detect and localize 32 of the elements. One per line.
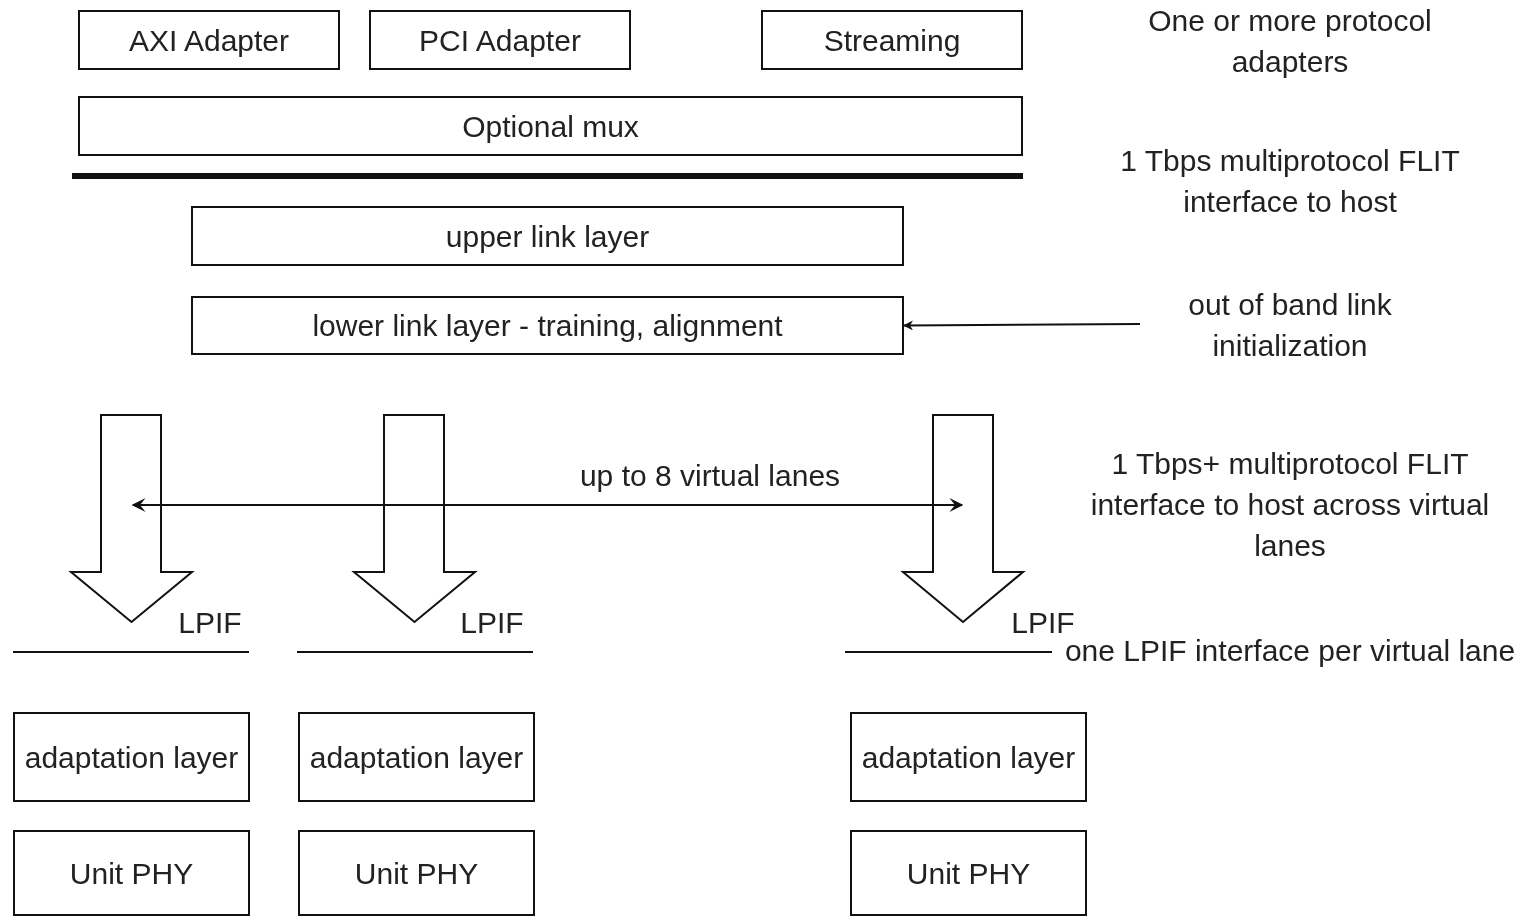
box-label: AXI Adapter — [128, 22, 290, 59]
layer-box — [298, 712, 535, 802]
annotation-text: 1 Tbps+ multiprotocol FLIT interface to host across virtual lanes — [1089, 446, 1491, 564]
layer-box — [850, 830, 1087, 916]
interface-label: LPIF — [459, 605, 525, 641]
layer-box — [298, 830, 535, 916]
layer-box — [13, 712, 250, 802]
interface-label: LPIF — [177, 605, 243, 641]
layer-box — [761, 10, 1023, 70]
box-label: PCI Adapter — [419, 22, 581, 59]
box-label: Unit PHY — [906, 855, 1031, 892]
layer-box — [369, 10, 631, 70]
box-label: lower link layer - training, alignment — [312, 308, 783, 344]
annotation-text: up to 8 virtual lanes — [578, 458, 842, 494]
layer-box — [78, 96, 1023, 156]
box-label: Optional mux — [462, 108, 639, 145]
box-label: adaptation layer — [309, 739, 524, 776]
box-label: Unit PHY — [69, 855, 194, 892]
box-label: Unit PHY — [354, 855, 479, 892]
layer-box — [850, 712, 1087, 802]
box-label: Streaming — [823, 22, 961, 59]
layer-box — [13, 830, 250, 916]
annotation-text: One or more protocol adapters — [1147, 3, 1433, 80]
layer-box — [78, 10, 340, 70]
box-label: adaptation layer — [861, 739, 1076, 776]
arrow — [903, 320, 1141, 331]
layer-box — [191, 206, 904, 266]
annotation-text: 1 Tbps multiprotocol FLIT interface to host — [1119, 143, 1461, 220]
box-label: upper link layer — [445, 218, 650, 255]
box-label: adaptation layer — [24, 739, 239, 776]
layer-box — [191, 296, 904, 355]
annotation-text: out of band link initialization — [1140, 282, 1440, 368]
